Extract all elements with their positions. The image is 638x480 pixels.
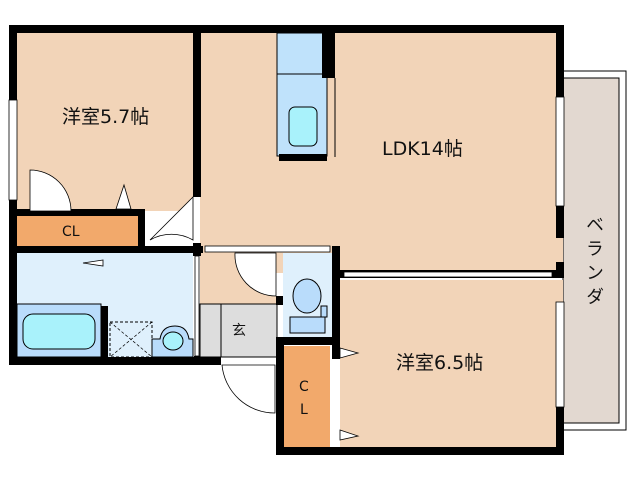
entrance-label: 玄 (232, 323, 246, 339)
veranda-label: ベランダ (583, 215, 604, 311)
western-room-2-floor (340, 280, 563, 447)
ldk-floor (200, 33, 563, 273)
closet-2-label-top: C (299, 379, 309, 395)
closet-1-label: CL (62, 224, 80, 240)
sink-icon (288, 106, 318, 147)
ldk-label: LDK14帖 (382, 138, 463, 160)
entrance-floor (199, 303, 278, 358)
western-room-1-label: 洋室5.7帖 (62, 106, 150, 128)
closet-2-floor (283, 346, 330, 447)
washbasin-icon (151, 325, 194, 358)
windows (8, 96, 565, 408)
doors (29, 169, 360, 441)
bathtub-icon (22, 313, 96, 350)
toilet-icon (289, 278, 328, 334)
sliding-doors (194, 245, 553, 357)
western-room-2-label: 洋室6.5帖 (396, 352, 484, 374)
veranda (562, 70, 627, 431)
closet-1-floor (17, 216, 138, 246)
closet-2-label-bottom: L (300, 402, 308, 418)
